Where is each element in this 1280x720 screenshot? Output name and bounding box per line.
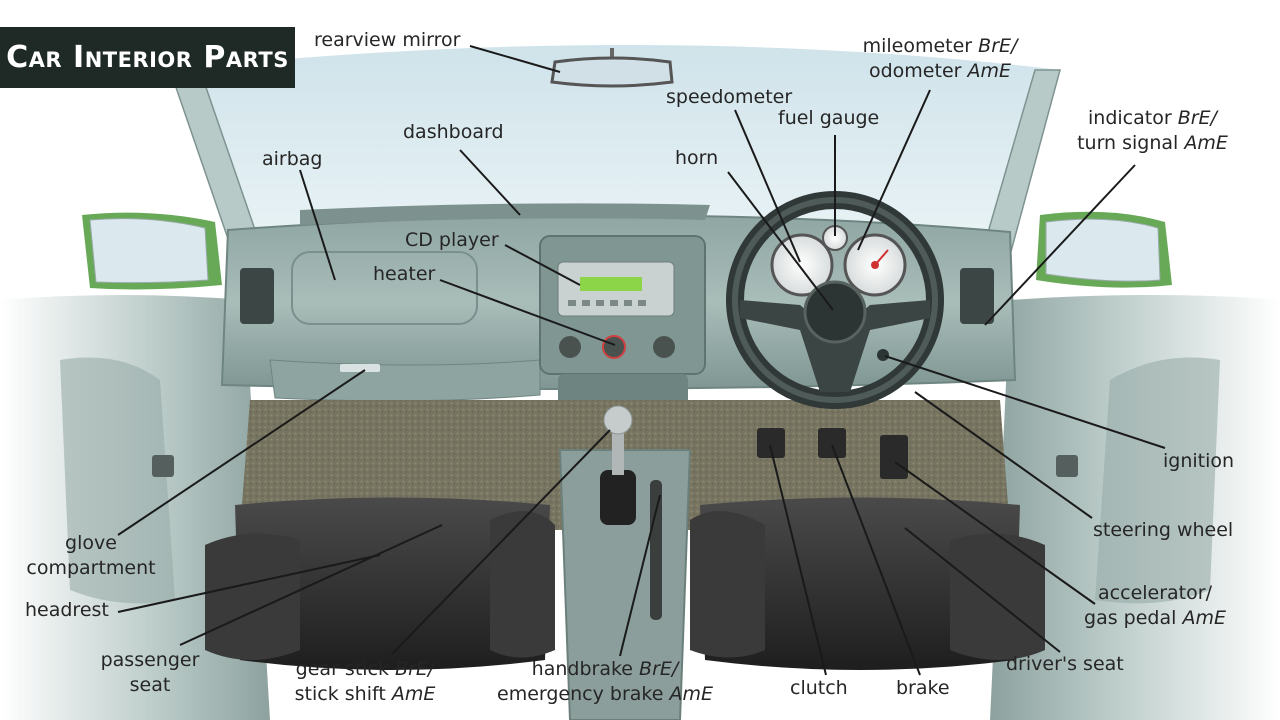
label-cd-player: CD player [405, 229, 499, 251]
label-odometer: odometer [868, 60, 962, 82]
label-indicator-turn-signal: indicator BrE/ turn signal AmE [1070, 106, 1235, 156]
label-passenger: passenger [100, 649, 200, 671]
label-indicator: indicator [1088, 107, 1172, 129]
label-stick-shift: stick shift [294, 683, 386, 705]
label-gear-stick-stick-shift: gear stick BrE/ stick shift AmE [285, 657, 445, 707]
label-airbag: airbag [262, 148, 323, 170]
label-clutch: clutch [790, 677, 848, 699]
tag-bre: BrE/ [1177, 107, 1217, 129]
label-handbrake: handbrake [531, 658, 633, 680]
label-accelerator: accelerator/ [1098, 582, 1212, 604]
label-mileometer: mileometer [862, 35, 973, 57]
tag-bre: BrE/ [639, 658, 679, 680]
label-heater: heater [373, 263, 436, 285]
label-gear-stick: gear stick [295, 658, 389, 680]
tag-ame: AmE [669, 683, 713, 705]
label-mileometer-odometer: mileometer BrE/ odometer AmE [845, 34, 1035, 84]
label-drivers-seat: driver's seat [1006, 653, 1124, 675]
label-rearview-mirror: rearview mirror [314, 29, 461, 51]
leader-lines [117, 45, 1166, 676]
label-gas-pedal: gas pedal [1084, 607, 1177, 629]
tag-ame: AmE [967, 60, 1012, 82]
label-headrest: headrest [25, 599, 109, 621]
label-ignition: ignition [1163, 450, 1235, 472]
tag-bre: BrE/ [395, 658, 435, 680]
label-turn-signal: turn signal [1077, 132, 1179, 154]
tag-bre: BrE/ [978, 35, 1018, 57]
label-glove: glove [65, 532, 117, 554]
label-brake: brake [896, 677, 950, 699]
label-passenger-seat: passenger seat [90, 648, 210, 698]
label-seat: seat [129, 674, 171, 696]
page-title: Car Interior Parts [6, 40, 289, 75]
label-compartment: compartment [26, 557, 156, 579]
tag-ame: AmE [1182, 607, 1226, 629]
tag-ame: AmE [391, 683, 436, 705]
tag-ame: AmE [1184, 132, 1228, 154]
title-banner: Car Interior Parts [0, 27, 295, 88]
label-dashboard: dashboard [403, 121, 504, 143]
label-accelerator-gas-pedal: accelerator/ gas pedal AmE [1080, 581, 1230, 631]
label-steering-wheel: steering wheel [1093, 519, 1234, 541]
label-emergency-brake: emergency brake [497, 683, 664, 705]
label-speedometer: speedometer [666, 86, 793, 108]
label-glove-compartment: glove compartment [20, 531, 162, 581]
label-horn: horn [675, 147, 719, 169]
label-handbrake-emergency-brake: handbrake BrE/ emergency brake AmE [490, 657, 720, 707]
label-fuel-gauge: fuel gauge [778, 107, 880, 129]
